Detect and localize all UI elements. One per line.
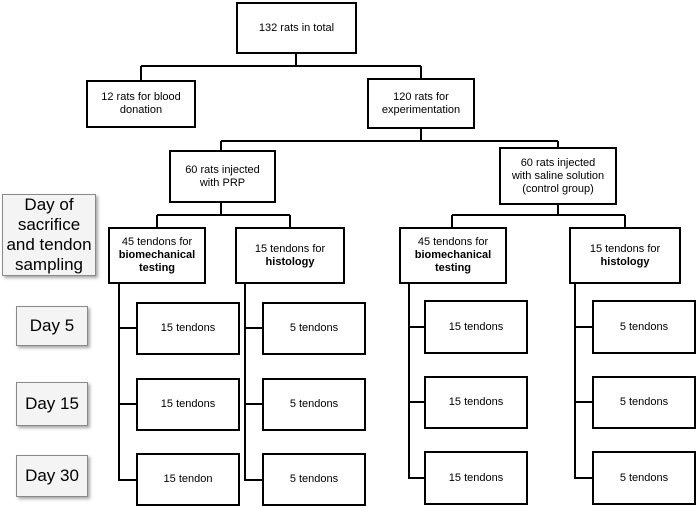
connector — [244, 284, 262, 481]
prp-biomechanical-box: 45 tendons for biomechanical testing — [108, 227, 206, 284]
prp-group-box: 60 rats injected with PRP — [169, 150, 276, 203]
experimentation-box: 120 rats for experimentation — [367, 78, 475, 129]
prp-histology-box: 15 tendons for histology — [235, 227, 345, 284]
leaf-prp-biomech-day5: 15 tendons — [136, 302, 240, 355]
day-30-label: Day 30 — [16, 455, 88, 497]
leaf-saline-histo-day5: 5 tendons — [592, 300, 696, 354]
connector — [140, 54, 422, 80]
connector — [118, 284, 136, 481]
total-rats-box: 132 rats in total — [236, 2, 357, 54]
saline-group-box: 60 rats injected with saline solution (c… — [499, 147, 617, 205]
leaf-saline-biomech-day15: 15 tendons — [424, 376, 528, 429]
connector — [451, 205, 626, 227]
saline-histology-box: 15 tendons for histology — [569, 227, 681, 284]
saline-biomechanical-box: 45 tendons for biomechanical testing — [399, 227, 507, 284]
leaf-saline-biomech-day5: 15 tendons — [424, 300, 528, 354]
connector — [408, 284, 424, 479]
leaf-prp-biomech-day15: 15 tendons — [136, 378, 240, 431]
day-5-label: Day 5 — [16, 306, 88, 346]
connector — [574, 284, 592, 479]
leaf-saline-histo-day30: 5 tendons — [592, 451, 696, 505]
leaf-prp-histo-day5: 5 tendons — [262, 302, 366, 355]
blood-donation-box: 12 rats for blood donation — [86, 80, 196, 128]
leaf-prp-histo-day15: 5 tendons — [262, 378, 366, 431]
connector — [156, 203, 291, 227]
leaf-saline-histo-day15: 5 tendons — [592, 376, 696, 429]
day-15-label: Day 15 — [16, 382, 88, 426]
leaf-prp-histo-day30: 5 tendons — [262, 453, 366, 506]
day-of-sacrifice-header: Day of sacrifice and tendon sampling — [2, 194, 96, 276]
leaf-prp-biomech-day30: 15 tendon — [136, 453, 240, 506]
leaf-saline-biomech-day30: 15 tendons — [424, 451, 528, 505]
connector — [220, 129, 559, 150]
